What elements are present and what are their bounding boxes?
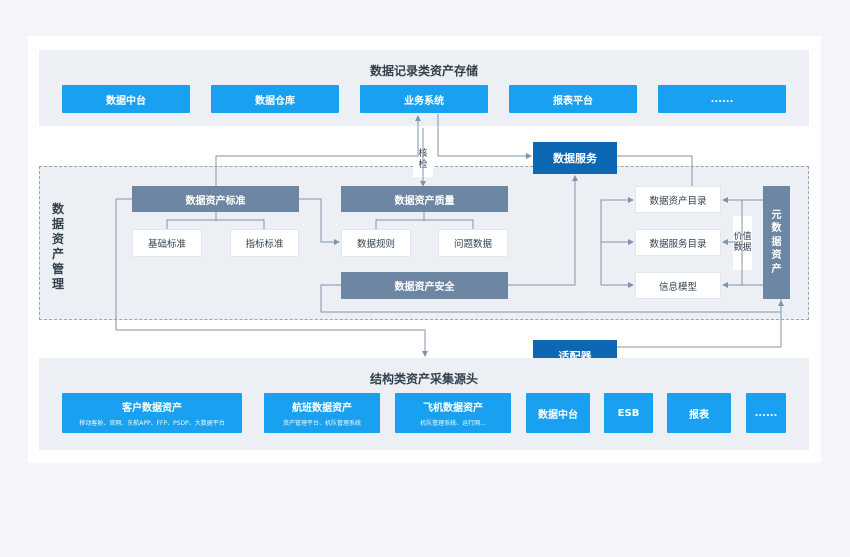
bottom-box-label: 报表 — [689, 409, 709, 421]
bottom-box-customer: 客户数据资产移动客舱、官网、东航APP、FFP、PSDP、大数据平台 — [62, 393, 242, 433]
source-title: 结构类资产采集源头 — [369, 372, 478, 386]
meta-asset-box: 元数据资产 — [763, 186, 790, 299]
security-label: 数据资产安全 — [394, 282, 455, 293]
meta-asset-text: 元数据资产 — [771, 209, 782, 275]
data-service-box: 数据服务 — [533, 142, 617, 174]
data-rules-label: 数据规则 — [356, 239, 395, 250]
info-model-box: 信息模型 — [635, 272, 721, 299]
info-model-label: 信息模型 — [658, 281, 697, 293]
value-data-label: 价值数据 — [733, 216, 752, 270]
service-catalog-label: 数据服务目录 — [649, 238, 707, 250]
bottom-box-label: 航班数据资产 — [292, 403, 352, 414]
quality-box: 数据资产质量 — [341, 186, 508, 212]
standard-label: 数据资产标准 — [185, 195, 246, 207]
top-box-more: ...... — [658, 85, 786, 113]
security-box: 数据资产安全 — [341, 272, 508, 299]
top-box-label: 报表平台 — [553, 95, 593, 107]
top-box-label: 数据中台 — [106, 95, 146, 107]
problem-data-box: 问题数据 — [438, 229, 508, 257]
top-box-data-warehouse: 数据仓库 — [211, 85, 339, 113]
index-standard-label: 指标标准 — [245, 239, 284, 250]
service-catalog-box: 数据服务目录 — [635, 229, 721, 256]
bottom-box-report: 报表 — [667, 393, 731, 433]
asset-catalog-box: 数据资产目录 — [635, 186, 721, 213]
quality-label: 数据资产质量 — [394, 195, 455, 207]
management-label-text: 数据资产管理 — [52, 202, 65, 291]
data-rules-box: 数据规则 — [341, 229, 411, 257]
basic-standard-label: 基础标准 — [147, 239, 186, 250]
top-box-label: 数据仓库 — [255, 95, 295, 107]
bottom-box-more: ...... — [746, 393, 786, 433]
bottom-box-label: 飞机数据资产 — [423, 403, 483, 414]
bottom-box-data-platform: 数据中台 — [526, 393, 590, 433]
problem-data-label: 问题数据 — [453, 239, 492, 250]
top-box-label: 业务系统 — [404, 95, 444, 107]
basic-standard-box: 基础标准 — [132, 229, 202, 257]
index-standard-box: 指标标准 — [230, 229, 299, 257]
top-box-label: ...... — [710, 93, 734, 105]
bottom-box-sub: 资产管理平台、机队管理系统 — [282, 420, 361, 427]
top-box-data-platform: 数据中台 — [62, 85, 190, 113]
verify-label-text: 核检 — [418, 148, 428, 170]
top-box-business-system: 业务系统 — [360, 85, 488, 113]
verify-label: 核检 — [413, 143, 433, 177]
bottom-box-aircraft: 飞机数据资产机队管理系统、运行网... — [395, 393, 511, 433]
bottom-box-label: ESB — [617, 407, 640, 419]
bottom-box-label: 客户数据资产 — [122, 403, 182, 414]
value-data-text: 价值数据 — [733, 232, 752, 253]
management-label: 数据资产管理 — [52, 202, 64, 292]
top-box-report-platform: 报表平台 — [509, 85, 637, 113]
bottom-box-label: 数据中台 — [538, 409, 578, 421]
bottom-box-sub: 移动客舱、官网、东航APP、FFP、PSDP、大数据平台 — [79, 420, 225, 427]
standard-box: 数据资产标准 — [132, 186, 299, 212]
storage-title: 数据记录类资产存储 — [369, 64, 478, 78]
data-service-label: 数据服务 — [553, 152, 597, 165]
bottom-box-flight: 航班数据资产资产管理平台、机队管理系统 — [264, 393, 380, 433]
asset-catalog-label: 数据资产目录 — [649, 195, 707, 207]
bottom-box-label: ...... — [754, 407, 778, 419]
bottom-box-esb: ESB — [604, 393, 653, 433]
bottom-box-sub: 机队管理系统、运行网... — [420, 420, 486, 427]
